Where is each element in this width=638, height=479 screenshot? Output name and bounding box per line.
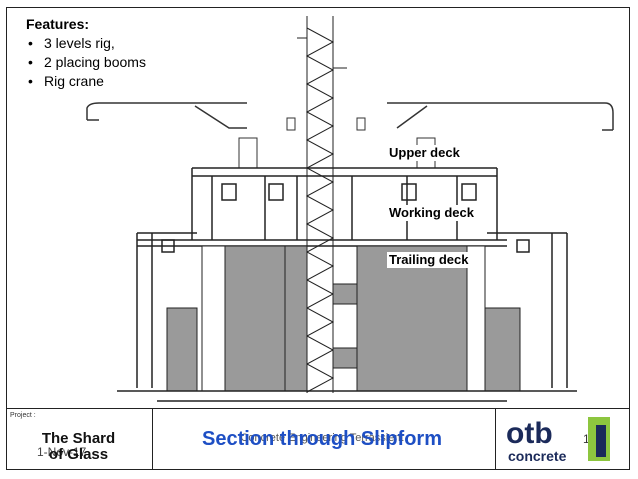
logo-text-concrete: concrete — [508, 448, 567, 464]
ground-level — [117, 390, 577, 402]
features-list: Features: 3 levels rig, 2 placing booms … — [26, 15, 146, 91]
project-name-line2: of Glass — [48, 446, 109, 463]
date-text: 1-Nov-17 — [37, 445, 87, 459]
trailing-deck-label: Trailing deck — [387, 252, 471, 268]
slide-frame — [6, 7, 630, 470]
working-deck-label: Working deck — [387, 205, 477, 221]
project-name-line1: The Shard — [41, 430, 116, 447]
placing-booms — [86, 102, 614, 131]
feature-item: 3 levels rig, — [26, 34, 146, 53]
footer-subtitle: Concrete Engineering Terrassient — [240, 432, 404, 444]
feature-item: 2 placing booms — [26, 53, 146, 72]
project-label: Project : — [10, 412, 36, 419]
feature-item: Rig crane — [26, 72, 146, 91]
upper-deck-label: Upper deck — [387, 145, 462, 161]
logo-text-otb: otb — [506, 417, 553, 450]
slide-title: Section through Slipform — [202, 428, 442, 450]
otb-concrete-logo: otb concrete — [506, 417, 610, 464]
features-heading: Features: — [26, 16, 90, 32]
concrete-walls — [166, 245, 521, 392]
project-name: The Shard of Glass — [7, 431, 150, 463]
slide-footer: Project : 1-Nov-17 The Shard of Glass Co… — [7, 408, 629, 470]
project-cell: Project : 1-Nov-17 The Shard of Glass — [7, 409, 153, 470]
title-cell — [153, 409, 496, 470]
side-deck-structures — [136, 232, 568, 388]
logo-door-inner — [596, 425, 606, 457]
